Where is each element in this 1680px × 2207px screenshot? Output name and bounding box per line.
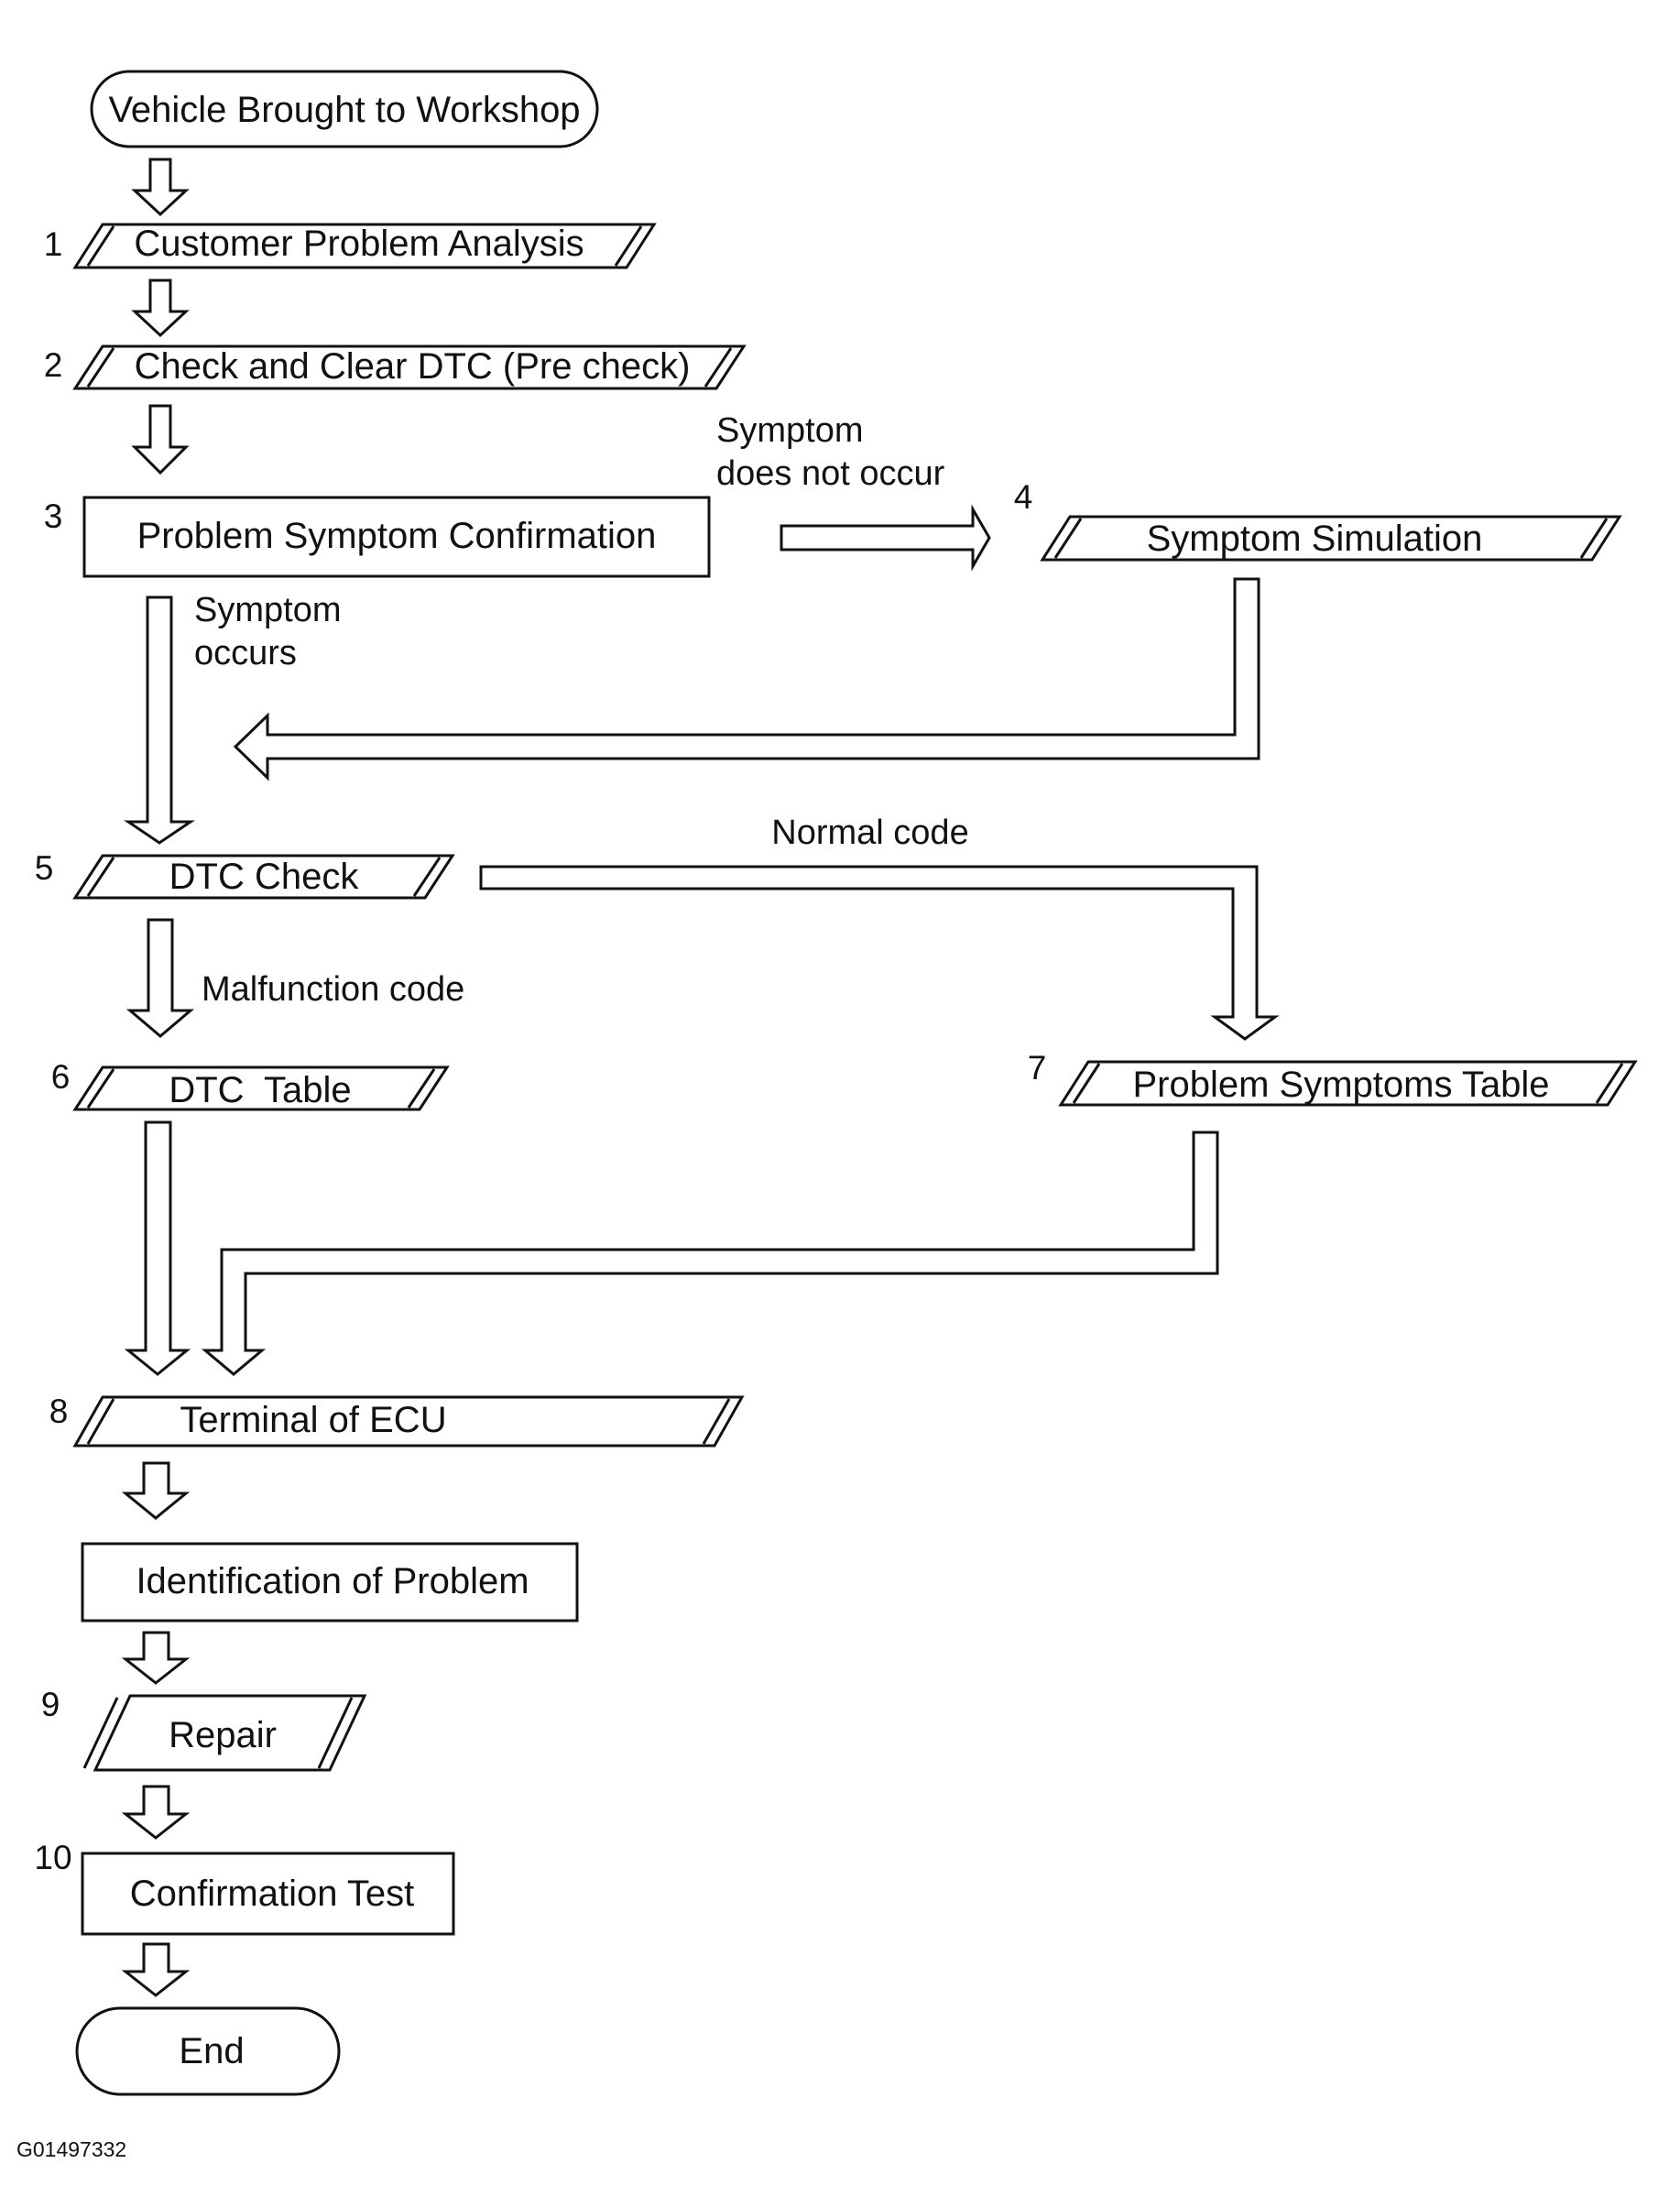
- figure-code: G01497332: [16, 2137, 126, 2161]
- step1-number: 1: [44, 225, 63, 263]
- start-terminal: [90, 70, 599, 148]
- step6-label: DTC Table: [169, 1070, 351, 1110]
- branch-label-occurs-line1: Symptom: [194, 591, 341, 629]
- step7-slash-right: [1595, 1063, 1624, 1104]
- step3-label: Problem Symptom Confirmation: [137, 516, 657, 556]
- step7-label: Problem Symptoms Table: [1133, 1065, 1550, 1105]
- step4-label: Symptom Simulation: [1147, 519, 1483, 559]
- arrow-step6-to-step8: [124, 1120, 191, 1376]
- step5-label: DTC Check: [169, 857, 360, 897]
- step1-slash-left: [86, 225, 115, 267]
- step5-slash-right: [412, 857, 442, 897]
- step5-number: 5: [35, 849, 54, 887]
- arrow-step9-to-step10: [121, 1785, 191, 1840]
- step6-slash-right: [407, 1068, 436, 1109]
- step4-slash-left: [1053, 518, 1083, 559]
- step8-number: 8: [49, 1393, 69, 1430]
- end-label: End: [179, 2031, 244, 2071]
- step8-slash-left: [86, 1398, 115, 1445]
- arrow-identification-to-step9: [121, 1631, 191, 1685]
- step3-box: [82, 496, 711, 578]
- step4-box: [1040, 515, 1622, 562]
- step9-slash-left: [82, 1697, 119, 1769]
- identification-box: [81, 1542, 579, 1622]
- arrow-step3-to-step5: [124, 595, 195, 845]
- step7-number: 7: [1028, 1049, 1047, 1087]
- arrow-start-to-step1: [131, 158, 190, 217]
- step6-box: [72, 1065, 450, 1111]
- branch-label-occurs-line2: occurs: [194, 634, 297, 672]
- arrow-step5-to-step7: [479, 865, 1280, 1041]
- step9-box: [93, 1694, 367, 1772]
- step8-label: Terminal of ECU: [180, 1400, 446, 1440]
- arrow-step2-to-step3: [131, 404, 190, 475]
- step7-slash-left: [1072, 1063, 1101, 1104]
- step7-box: [1058, 1060, 1638, 1107]
- step8-slash-right: [702, 1398, 731, 1445]
- step4-slash-right: [1579, 518, 1609, 559]
- branch-label-normal-code: Normal code: [771, 814, 968, 852]
- step8-box: [72, 1395, 745, 1448]
- step3-number: 3: [44, 497, 63, 535]
- step10-box: [81, 1852, 455, 1936]
- step6-slash-left: [86, 1068, 115, 1109]
- step2-slash-right: [704, 347, 733, 388]
- step2-slash-left: [86, 347, 115, 388]
- step9-number: 9: [41, 1686, 60, 1723]
- step1-slash-right: [614, 225, 643, 267]
- identification-label: Identification of Problem: [136, 1561, 529, 1601]
- step4-number: 4: [1014, 478, 1033, 516]
- arrow-step10-to-end: [121, 1942, 191, 1997]
- step6-number: 6: [51, 1058, 71, 1096]
- arrow-step4-return: [233, 577, 1260, 781]
- step2-label: Check and Clear DTC (Pre check): [135, 346, 691, 387]
- branch-label-not-occur-line2: does not occur: [716, 454, 945, 493]
- arrow-step3-to-step4: [780, 504, 991, 572]
- arrow-step5-to-step6: [125, 918, 195, 1038]
- step5-slash-left: [86, 857, 115, 897]
- step2-box: [72, 344, 747, 390]
- step10-label: Confirmation Test: [130, 1874, 415, 1914]
- start-label: Vehicle Brought to Workshop: [108, 90, 580, 130]
- arrow-step8-to-identification: [121, 1461, 191, 1520]
- branch-label-not-occur-line1: Symptom: [716, 411, 863, 450]
- step5-box: [72, 854, 455, 900]
- arrow-step1-to-step2: [131, 279, 190, 338]
- step9-slash-right: [317, 1697, 354, 1769]
- step1-box: [72, 223, 657, 269]
- step10-number: 10: [34, 1839, 71, 1876]
- end-terminal: [75, 2006, 341, 2096]
- branch-label-malfunction-code: Malfunction code: [202, 970, 464, 1009]
- step9-label: Repair: [169, 1715, 277, 1755]
- step2-number: 2: [44, 346, 63, 384]
- step1-label: Customer Problem Analysis: [134, 224, 584, 264]
- arrow-step7-to-step8: [201, 1131, 1219, 1376]
